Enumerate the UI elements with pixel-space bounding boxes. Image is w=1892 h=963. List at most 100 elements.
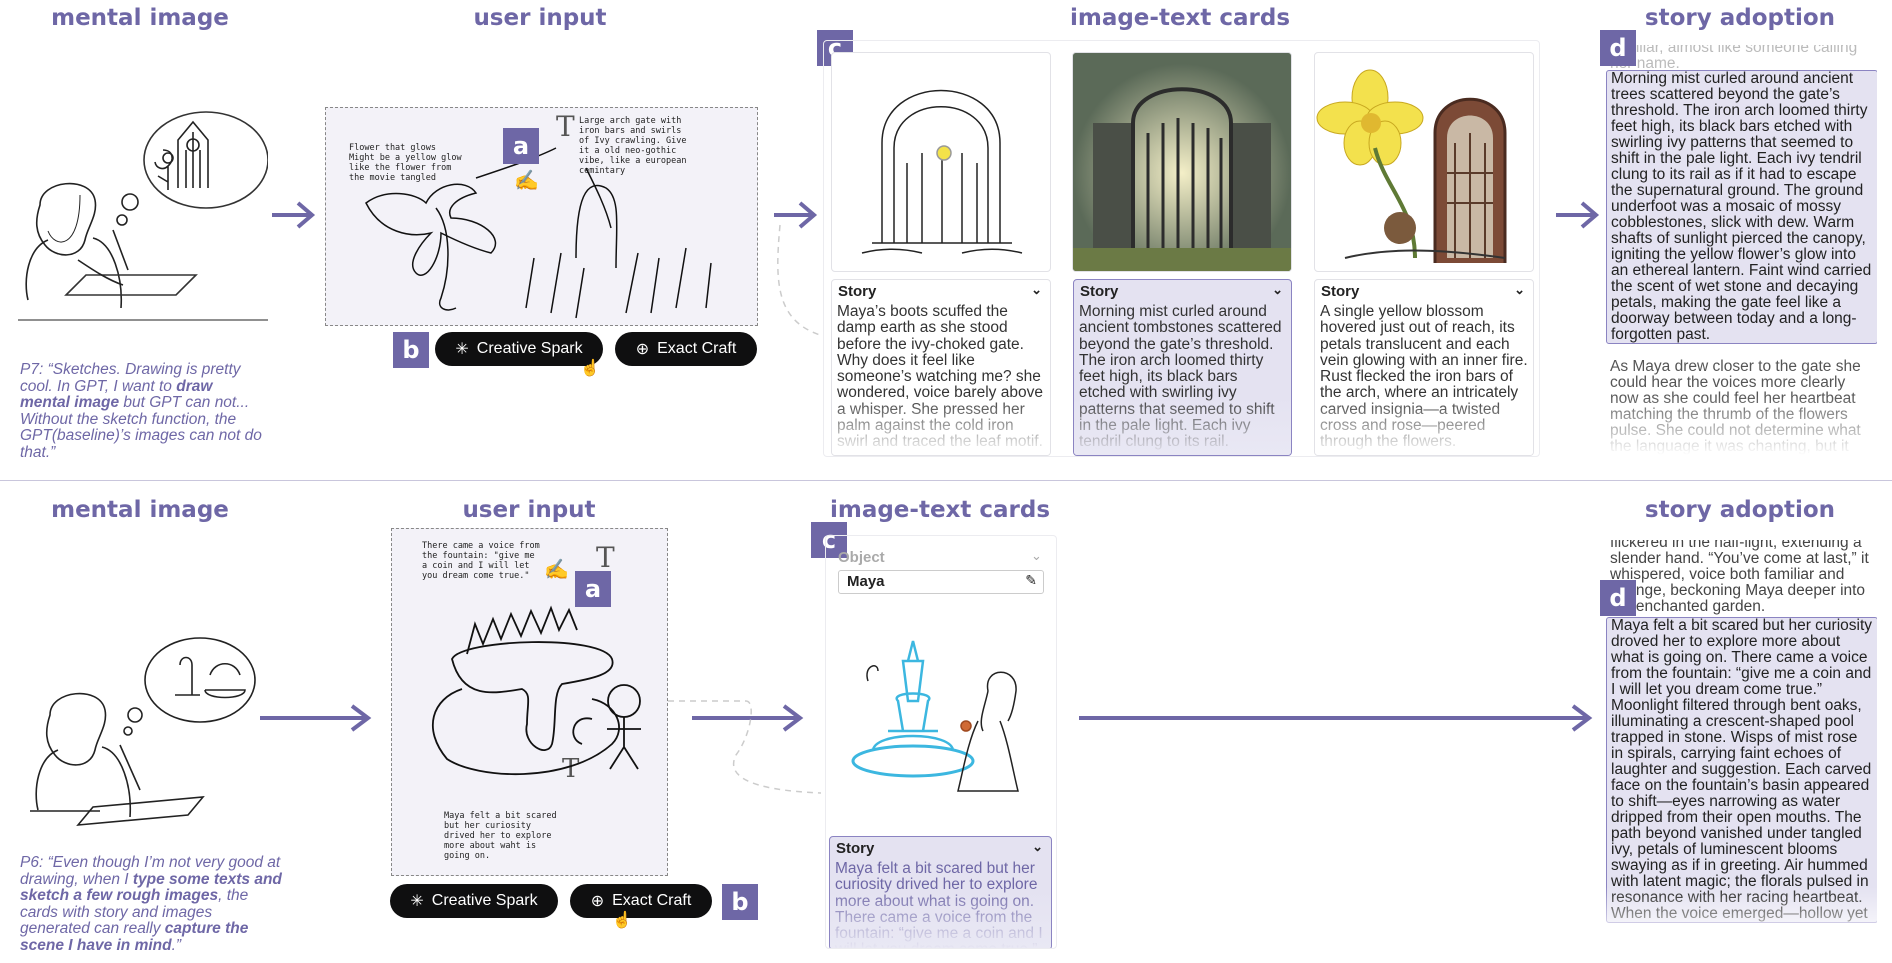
text-fade [1605, 887, 1877, 947]
sketch-note: Maya felt a bit scared but her curiosity… [444, 811, 557, 861]
flow-arrow-line [692, 704, 804, 732]
quote-part: “Sketches. Drawing is pretty cool. In GP… [20, 361, 241, 395]
sketch-canvas[interactable]: Flower that glows Might be a yellow glow… [325, 107, 758, 326]
tag-b: b [722, 884, 758, 920]
sketch-gate-image [861, 89, 1023, 254]
creative-spark-button[interactable]: ✳Creative Spark [435, 332, 603, 366]
story-card[interactable]: Story⌄ A single yellow blossom hovered j… [1314, 279, 1534, 456]
chevron-down-icon[interactable]: ⌄ [1031, 548, 1042, 563]
quote-part: , the cards with story and images genera… [20, 887, 249, 937]
quote-prefix: P6: [20, 854, 48, 871]
exact-craft-label: Exact Craft [657, 340, 737, 357]
quote-emphasis: type some texts and sketch a few rough i… [20, 870, 282, 904]
person-thinking-illustration [18, 111, 268, 321]
story-previous-text: familiar, almost like someone calling he… [1610, 45, 1858, 72]
flow-arrow-line [260, 704, 372, 732]
sketch-canvas[interactable]: There came a voice from the fountain: "g… [391, 528, 668, 876]
row1-participant-quote: P7: “Sketches. Drawing is pretty cool. I… [20, 361, 265, 461]
tag-b: b [393, 332, 429, 368]
tag-a: a [503, 128, 539, 164]
flow-arrow-icon [1556, 201, 1600, 229]
story-card-title: Story [1321, 283, 1360, 300]
story-card-header[interactable]: Story ⌄ [1315, 280, 1533, 302]
user-sketch-strokes [365, 147, 712, 319]
dashed-connector [668, 700, 822, 794]
image-card[interactable] [1314, 52, 1534, 272]
story-card[interactable]: Story⌄ Maya’s boots scuffed the damp ear… [831, 279, 1051, 456]
cursor-icon: ☝ [612, 912, 632, 929]
quote-prefix: P7: [20, 361, 48, 378]
quote-part: “Even though I’m not very good at drawin… [20, 854, 281, 888]
tag-c: c [811, 522, 847, 558]
user-sketch-strokes [431, 605, 641, 775]
story-card-header[interactable]: Story ⌄ [832, 280, 1050, 302]
exact-craft-label: Exact Craft [612, 892, 692, 909]
creative-spark-label: Creative Spark [431, 892, 538, 909]
story-adopted-selection: Morning mist curled around ancient trees… [1606, 70, 1877, 344]
text-fade [1074, 395, 1291, 455]
flow-arrow-line [1079, 704, 1593, 732]
tag-a: a [575, 571, 611, 607]
row2-header-image-text-cards: image-text cards [829, 497, 1051, 523]
story-card-header[interactable]: Story ⌄ [1074, 280, 1291, 302]
text-fade [1315, 395, 1533, 455]
flow-arrow-icon [272, 201, 316, 229]
story-card-title: Story [836, 840, 875, 857]
story-previous-text: flickered in the half-light, extending a… [1610, 540, 1869, 615]
target-icon: ⊕ [590, 893, 605, 910]
flow-arrow-icon [774, 201, 818, 229]
story-card-selected[interactable]: Story⌄ Maya felt a bit scared but her cu… [829, 836, 1052, 948]
pen-tool-icon[interactable]: ✍ [514, 170, 539, 192]
text-fade [1605, 395, 1877, 455]
row1-header-story-adoption: story adoption [1644, 5, 1836, 31]
row1-header-image-text-cards: image-text cards [1069, 5, 1291, 31]
quote-emphasis: draw mental image [20, 377, 213, 411]
image-card-selected[interactable] [1072, 52, 1292, 272]
target-icon: ⊕ [635, 341, 650, 358]
chevron-down-icon[interactable]: ⌄ [1272, 282, 1283, 297]
tag-d: d [1600, 580, 1636, 616]
edit-icon[interactable]: ✎ [1025, 572, 1037, 588]
story-document[interactable]: familiar, almost like someone calling he… [1605, 45, 1877, 455]
chevron-down-icon[interactable]: ⌄ [1514, 282, 1525, 297]
painted-gate-image [1073, 53, 1291, 271]
cards-panel-border: Object ⌄ Maya ✎ Story⌄ Maya felt a bit s… [825, 535, 1057, 949]
chevron-down-icon[interactable]: ⌄ [1032, 839, 1043, 854]
story-card-header[interactable]: Story ⌄ [830, 837, 1051, 859]
creative-spark-button[interactable]: ✳ Creative Spark [390, 884, 558, 918]
sketch-note: Flower that glows Might be a yellow glow… [349, 143, 462, 183]
quote-part: .” [171, 936, 182, 954]
quote-part: but GPT can not... Without the sketch fu… [20, 394, 262, 461]
cards-panel-border [823, 40, 1540, 457]
fountain-girl-image [851, 640, 1019, 792]
text-tool-icon[interactable]: T [596, 541, 615, 574]
text-fade [832, 395, 1050, 455]
chevron-down-icon[interactable]: ⌄ [1031, 282, 1042, 297]
row2-header-mental-image: mental image [51, 497, 229, 523]
text-fade [830, 889, 1051, 948]
object-name-field[interactable]: Maya ✎ [838, 570, 1044, 594]
spark-icon: ✳ [410, 893, 424, 910]
creative-spark-label: Creative Spark [476, 340, 583, 357]
image-card[interactable] [831, 52, 1051, 272]
pen-tool-icon[interactable]: ✍ [544, 559, 569, 581]
object-name-value: Maya [847, 573, 885, 590]
story-card-title: Story [838, 283, 877, 300]
row2-header-story-adoption: story adoption [1644, 497, 1836, 523]
text-tool-icon[interactable]: T [556, 110, 575, 143]
story-document[interactable]: flickered in the half-light, extending a… [1605, 540, 1877, 947]
cursor-icon: ☝ [580, 360, 600, 377]
row1-header-mental-image: mental image [51, 5, 229, 31]
exact-craft-button[interactable]: ⊕ Exact Craft [570, 884, 712, 918]
story-card-selected[interactable]: Story⌄ Morning mist curled around ancien… [1073, 279, 1292, 456]
text-tool-icon[interactable]: T [562, 754, 580, 784]
row2-participant-quote: P6: “Even though I’m not very good at dr… [20, 854, 282, 954]
person-thinking-illustration [30, 637, 256, 826]
tag-d: d [1600, 30, 1636, 66]
story-adopted-selection: Maya felt a bit scared but her curiosity… [1606, 617, 1877, 923]
exact-craft-button[interactable]: ⊕ Exact Craft [615, 332, 757, 366]
sketch-note: There came a voice from the fountain: "g… [422, 541, 540, 581]
story-card-title: Story [1080, 283, 1119, 300]
object-label: Object [838, 549, 885, 566]
row1-header-user-input: user input [473, 5, 607, 31]
